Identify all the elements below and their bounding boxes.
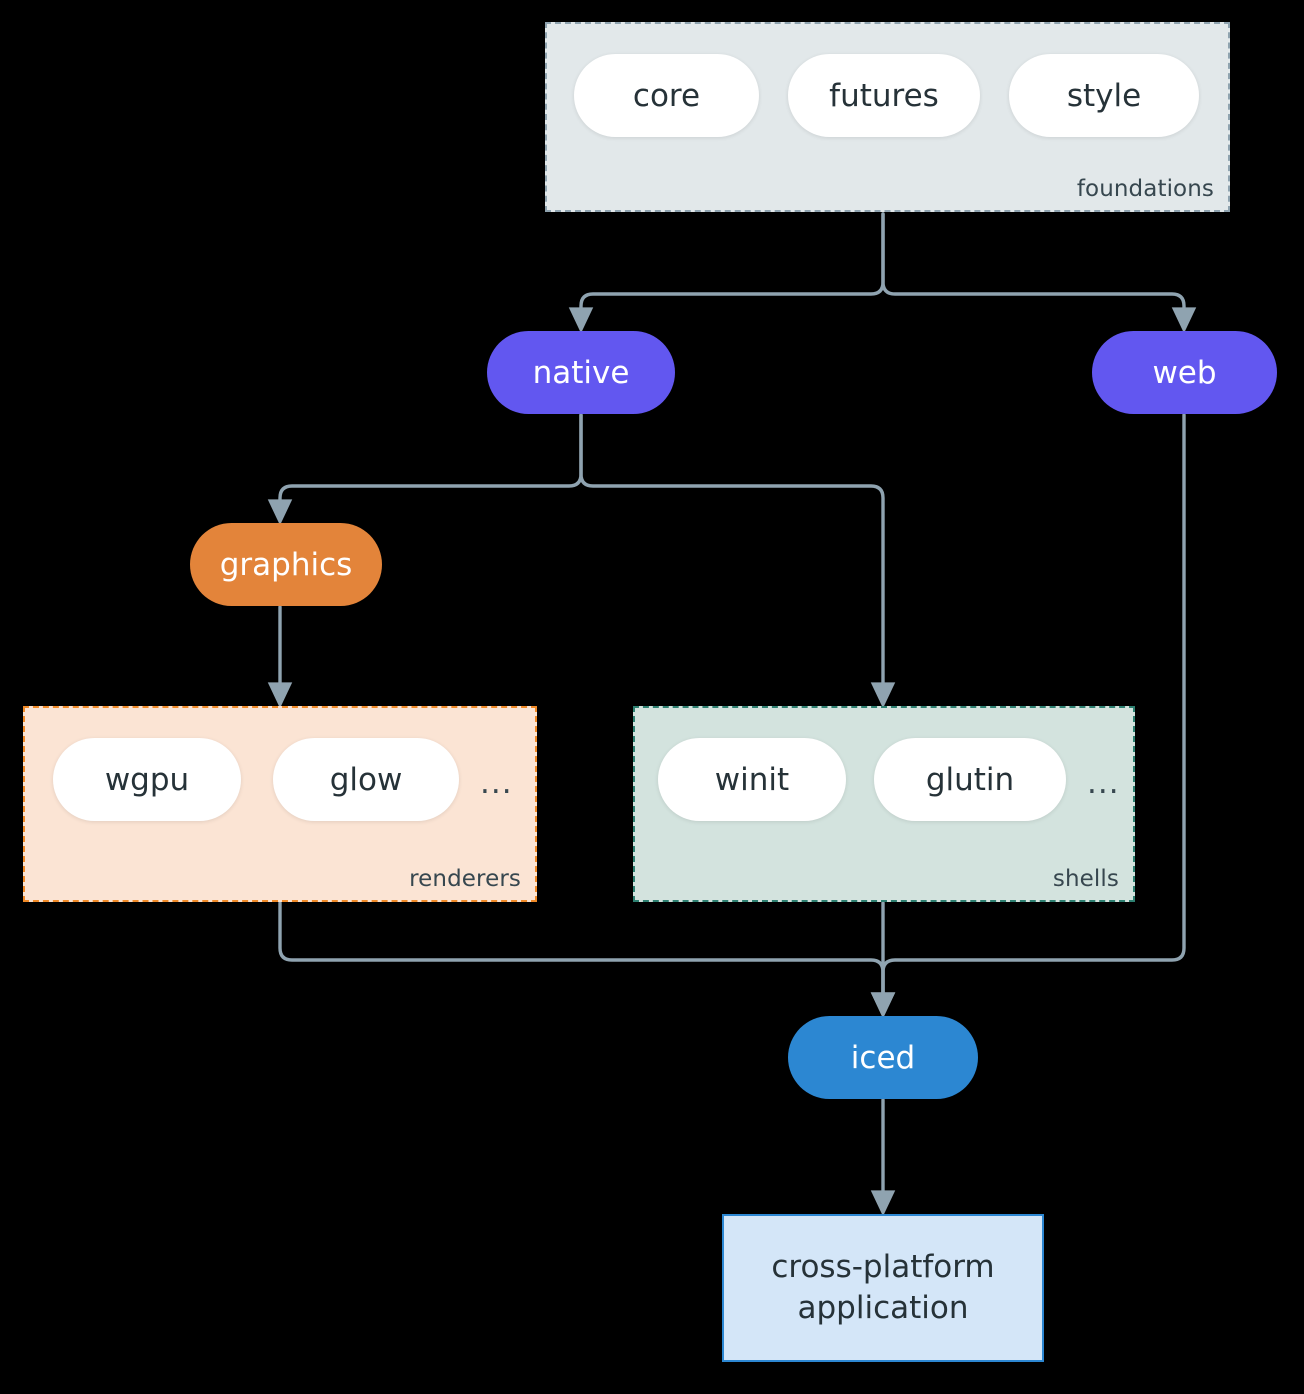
cluster-shells-label: shells <box>1052 866 1119 892</box>
node-futures-label: futures <box>829 77 939 114</box>
node-winit-label: winit <box>714 761 790 798</box>
node-style-label: style <box>1066 77 1142 114</box>
edge-foundations-native <box>568 212 885 334</box>
node-graphics[interactable]: graphics <box>190 523 382 606</box>
edge-native-graphics <box>267 413 583 526</box>
cluster-foundations: core futures style foundations <box>545 22 1230 212</box>
cluster-renderers: wgpu glow ... renderers <box>23 706 537 902</box>
node-glow[interactable]: glow <box>273 738 459 821</box>
cluster-foundations-label: foundations <box>1076 176 1214 202</box>
application-label-line1: cross-platform <box>771 1249 995 1286</box>
edge-renderers-iced <box>278 901 896 1019</box>
node-web-label: web <box>1152 354 1217 391</box>
node-glow-label: glow <box>329 761 403 798</box>
application-label-line2: application <box>797 1290 969 1326</box>
node-wgpu-label: wgpu <box>104 761 190 798</box>
node-cross-platform-application[interactable]: cross-platform application <box>722 1214 1044 1362</box>
edge-foundations-web <box>881 212 1197 334</box>
node-graphics-label: graphics <box>219 546 353 583</box>
node-native-label: native <box>532 354 630 391</box>
node-glutin-label: glutin <box>925 761 1015 798</box>
node-iced[interactable]: iced <box>788 1016 978 1099</box>
node-core[interactable]: core <box>574 54 759 137</box>
node-style[interactable]: style <box>1009 54 1199 137</box>
shells-ellipsis: ... <box>1087 765 1120 801</box>
node-wgpu[interactable]: wgpu <box>53 738 241 821</box>
node-winit[interactable]: winit <box>658 738 846 821</box>
edge-native-shells <box>579 413 896 709</box>
node-core-label: core <box>632 77 701 114</box>
node-native[interactable]: native <box>487 331 675 414</box>
node-futures[interactable]: futures <box>788 54 980 137</box>
cluster-renderers-label: renderers <box>409 866 521 892</box>
node-iced-label: iced <box>850 1039 916 1076</box>
cluster-shells: winit glutin ... shells <box>633 706 1135 902</box>
renderers-ellipsis: ... <box>480 765 513 801</box>
node-web[interactable]: web <box>1092 331 1277 414</box>
node-glutin[interactable]: glutin <box>874 738 1066 821</box>
